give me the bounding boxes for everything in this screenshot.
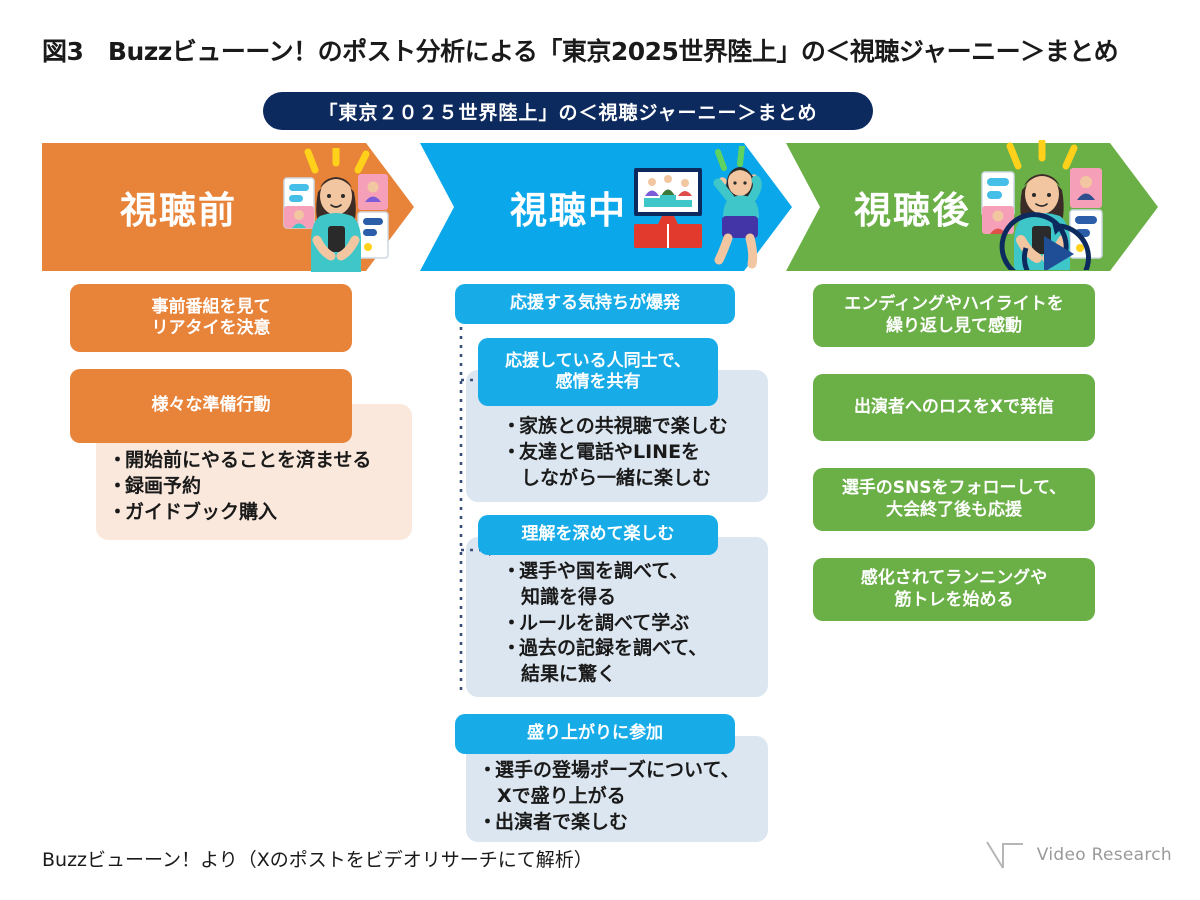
list-item: 過去の記録を調べて、 結果に驚く <box>502 636 768 688</box>
cap-line: 盛り上がりに参加 <box>527 723 663 744</box>
cap-line: 筋トレを始める <box>894 589 1014 610</box>
stage-header-after: 視聴後 <box>786 143 1158 271</box>
cap-line: 様々な準備行動 <box>151 395 271 416</box>
cap-line: 繰り返し見て感動 <box>885 315 1022 336</box>
card-cap-after-2: 選手のSNSをフォローして、 大会終了後も応援 <box>813 468 1095 531</box>
logo-text: Video Research <box>1036 845 1172 865</box>
card-cap-during-2: 理解を深めて楽しむ <box>478 515 718 555</box>
cap-line: 応援している人同士で、 <box>505 350 691 371</box>
list-item: 家族との共視聴で楽しむ <box>502 414 768 440</box>
card-cap-during-1: 応援している人同士で、 感情を共有 <box>478 338 718 406</box>
cap-line: エンディングやハイライトを <box>844 294 1064 315</box>
cap-line: 事前番組を見て <box>151 296 271 317</box>
list-item: ガイドブック購入 <box>108 500 412 526</box>
cap-line: 感情を共有 <box>555 372 641 392</box>
card-cap-during-0: 応援する気持ちが爆発 <box>455 284 735 324</box>
stage-header-during: 視聴中 <box>420 143 792 271</box>
source-note: Buzzビューーン！より（Xのポストをビデオリサーチにて解析） <box>42 849 593 871</box>
cap-line: 出演者へのロスをXで発信 <box>853 396 1055 417</box>
card-cap-during-3: 盛り上がりに参加 <box>455 714 735 754</box>
cap-line: 選手のSNSをフォローして、 <box>841 478 1067 499</box>
card-cap-after-0: エンディングやハイライトを 繰り返し見て感動 <box>813 284 1095 347</box>
cap-line: 大会終了後も応援 <box>885 499 1022 520</box>
card-cap-after-3: 感化されてランニングや 筋トレを始める <box>813 558 1095 621</box>
cap-line: 応援する気持ちが爆発 <box>510 293 680 314</box>
page-title: 図3 Buzzビューーン！のポスト分析による「東京2025世界陸上」の＜視聴ジャ… <box>42 37 1119 66</box>
list-item: 開始前にやることを済ませる <box>108 448 412 474</box>
list-item: 録画予約 <box>108 474 412 500</box>
stage-label-before: 視聴前 <box>120 189 237 232</box>
cap-line: リアタイを決意 <box>151 318 271 338</box>
card-cap-before-1: 様々な準備行動 <box>70 369 352 443</box>
cap-line: 感化されてランニングや <box>860 568 1048 589</box>
list-item: 選手や国を調べて、 知識を得る <box>502 559 768 611</box>
stage-label-after: 視聴後 <box>854 189 971 232</box>
list-item: 友達と電話やLINEを しながら一緒に楽しむ <box>502 440 768 492</box>
card-cap-before-0: 事前番組を見て リアタイを決意 <box>70 284 352 352</box>
stage-label-during: 視聴中 <box>510 189 627 232</box>
cap-line: 理解を深めて楽しむ <box>521 524 675 545</box>
list-item: 出演者で楽しむ <box>478 810 768 836</box>
vr-logo-mark <box>985 841 1023 869</box>
card-cap-after-1: 出演者へのロスをXで発信 <box>813 374 1095 441</box>
banner-title: 「東京２０２５世界陸上」の＜視聴ジャーニー＞まとめ <box>263 92 873 130</box>
list-item: ルールを調べて学ぶ <box>502 611 768 637</box>
video-research-logo: Video Research <box>983 838 1172 872</box>
card-body-during-2: 選手や国を調べて、 知識を得る ルールを調べて学ぶ 過去の記録を調べて、 結果に… <box>466 537 768 697</box>
stage-header-before: 視聴前 <box>42 143 414 271</box>
list-item: 選手の登場ポーズについて、 Xで盛り上がる <box>478 758 768 810</box>
